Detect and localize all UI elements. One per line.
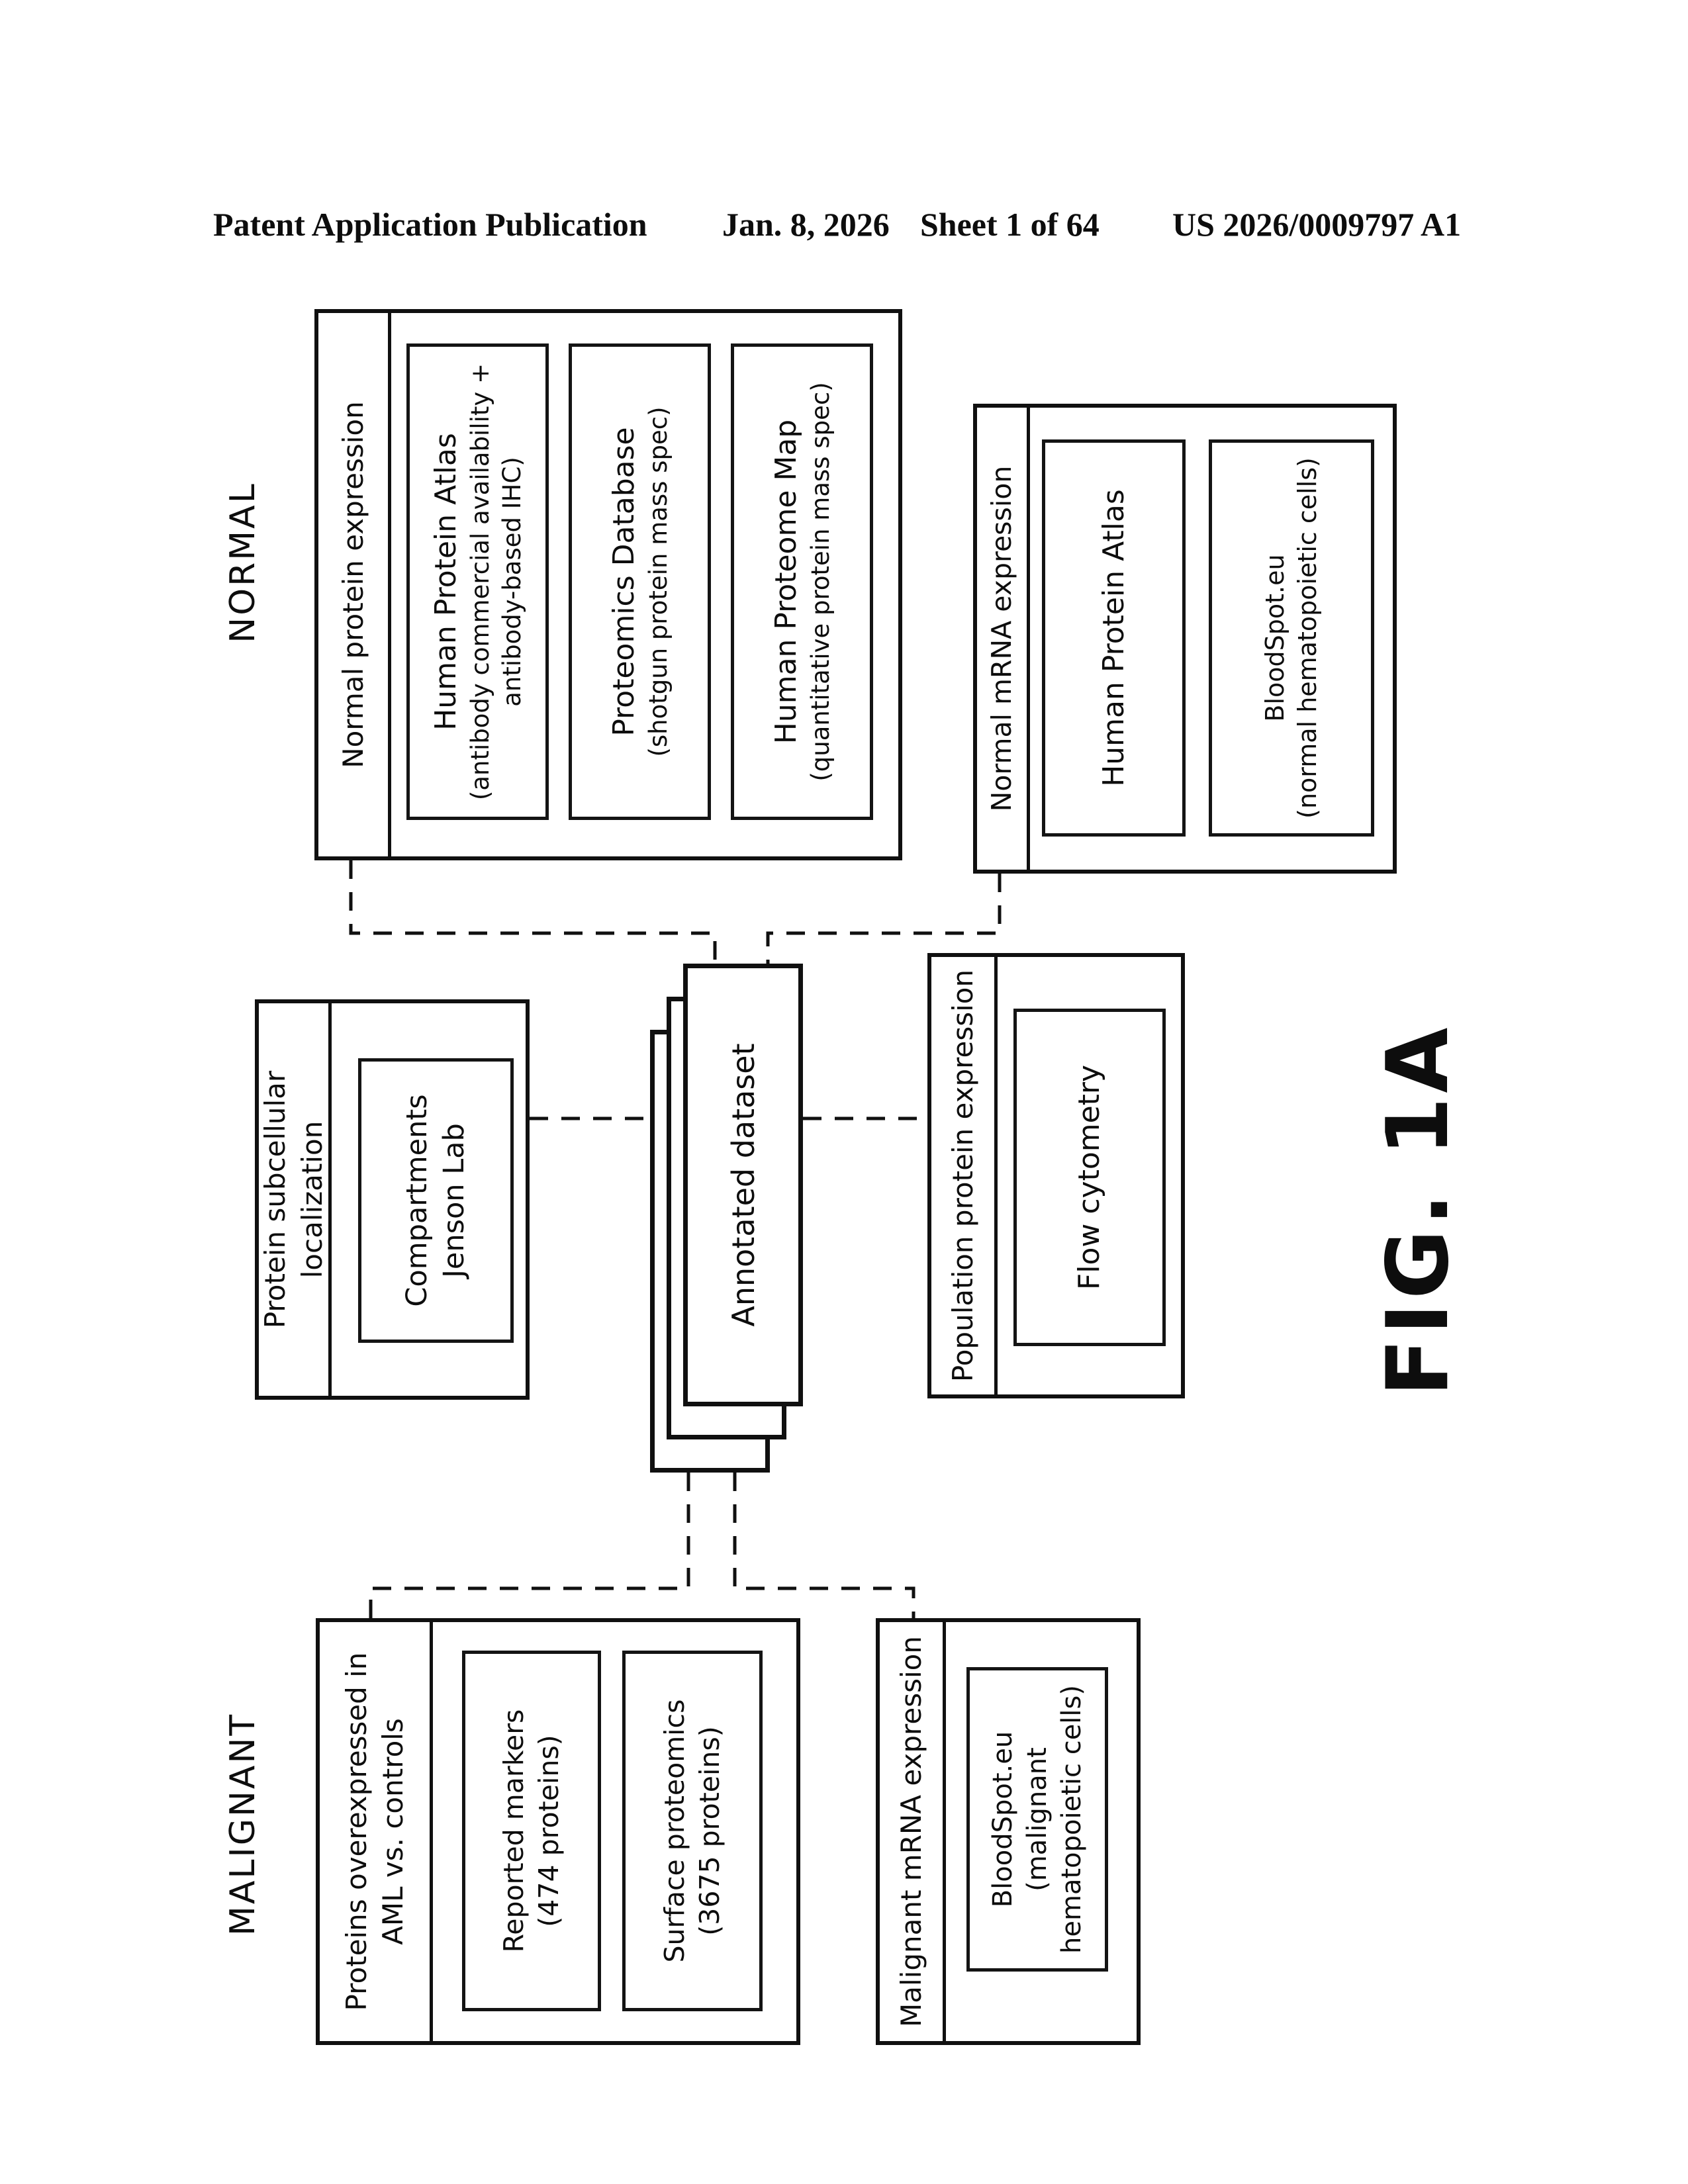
box-normal-mrna-title: Normal mRNA expression (977, 408, 1030, 870)
box-normal-mrna: Normal mRNA expression Human Protein Atl… (973, 404, 1397, 874)
box-malignant-mrna: Malignant mRNA expression BloodSpot.eu (… (876, 1618, 1141, 2045)
header-patent-number: US 2026/0009797 A1 (1172, 206, 1462, 243)
item-line: (474 proteins) (533, 1735, 565, 1927)
item-line: Human Proteome Map (769, 419, 803, 745)
item-bloodspot-malignant: BloodSpot.eu (malignant hematopoietic ce… (966, 1667, 1108, 1972)
item-line: Reported markers (497, 1709, 530, 1953)
box-population-protein: Population protein expression Flow cytom… (927, 953, 1185, 1398)
box-malignant-mrna-title: Malignant mRNA expression (880, 1622, 946, 2041)
box-proteins-overexpressed: Proteins overexpressed in AML vs. contro… (316, 1618, 800, 2045)
figure-label: FIG. 1A (1369, 1023, 1468, 1396)
item-flow-cytometry: Flow cytometry (1013, 1009, 1166, 1346)
item-line: (quantitative protein mass spec) (806, 382, 835, 782)
item-surface-proteomics: Surface proteomics (3675 proteins) (622, 1651, 763, 2011)
item-compartments-jenson-lab: Compartments Jenson Lab (358, 1058, 514, 1343)
item-bloodspot-normal: BloodSpot.eu (normal hematopoietic cells… (1209, 439, 1374, 837)
box-proteins-overexpressed-title: Proteins overexpressed in AML vs. contro… (320, 1622, 433, 2041)
item-line: BloodSpot.eu (1260, 554, 1289, 722)
item-line: antibody-based IHC) (498, 457, 527, 707)
section-heading-malignant: MALIGNANT (223, 1712, 263, 1936)
title-line: Normal protein expression (336, 401, 369, 768)
item-line: hematopoietic cells) (1056, 1685, 1087, 1954)
item-line: Proteomics Database (606, 427, 641, 737)
title-line: AML vs. controls (377, 1718, 409, 1945)
header-date: Jan. 8, 2026 (722, 206, 890, 243)
connector-dataset-to-malignant-mrna (733, 1473, 915, 1618)
box-normal-protein: Normal protein expression Human Protein … (314, 309, 902, 860)
item-line: Compartments (400, 1094, 434, 1307)
item-line: Flow cytometry (1072, 1064, 1107, 1291)
item-line: BloodSpot.eu (988, 1731, 1018, 1908)
item-human-protein-atlas-ihc: Human Protein Atlas (antibody commercial… (406, 343, 549, 820)
connector-normal-mrna-to-dataset (766, 874, 1002, 964)
title-line: Normal mRNA expression (986, 465, 1018, 812)
title-line: Malignant mRNA expression (894, 1636, 927, 2027)
section-heading-normal: NORMAL (223, 482, 263, 643)
item-line: (normal hematopoietic cells) (1293, 457, 1322, 819)
item-line: (antibody commercial availability + (466, 363, 494, 801)
annotated-dataset: Annotated dataset (683, 964, 803, 1406)
box-subcellular-title: Protein subcellular localization (259, 1003, 332, 1396)
box-normal-protein-title: Normal protein expression (318, 313, 391, 856)
annotated-dataset-label: Annotated dataset (725, 1043, 761, 1327)
box-population-title: Population protein expression (931, 957, 998, 1394)
item-line: (shotgun protein mass spec) (644, 406, 673, 757)
item-line: (malignant (1022, 1747, 1053, 1891)
title-line: Proteins overexpressed in (340, 1652, 373, 2011)
connector-dataset-to-malignant (369, 1473, 690, 1618)
connector-normal-protein-to-dataset (349, 860, 717, 964)
item-reported-markers: Reported markers (474 proteins) (462, 1651, 601, 2011)
item-human-protein-atlas: Human Protein Atlas (1042, 439, 1186, 837)
box-subcellular-localization: Protein subcellular localization Compart… (255, 999, 530, 1400)
item-human-proteome-map: Human Proteome Map (quantitative protein… (731, 343, 873, 820)
header-publication-label: Patent Application Publication (213, 206, 647, 243)
item-line: Jenson Lab (437, 1123, 471, 1278)
item-line: Human Protein Atlas (1096, 489, 1131, 787)
item-proteomics-database: Proteomics Database (shotgun protein mas… (569, 343, 711, 820)
header-sheet-number: Sheet 1 of 64 (920, 206, 1100, 243)
item-line: Human Protein Atlas (428, 433, 463, 731)
item-line: Surface proteomics (658, 1699, 690, 1963)
figure-1a-diagram: MALIGNANT NORMAL Proteins overexpressed … (218, 278, 1489, 2065)
item-line: (3675 proteins) (694, 1726, 726, 1936)
title-line: Protein subcellular localization (259, 1070, 328, 1329)
title-line: Population protein expression (946, 969, 979, 1383)
